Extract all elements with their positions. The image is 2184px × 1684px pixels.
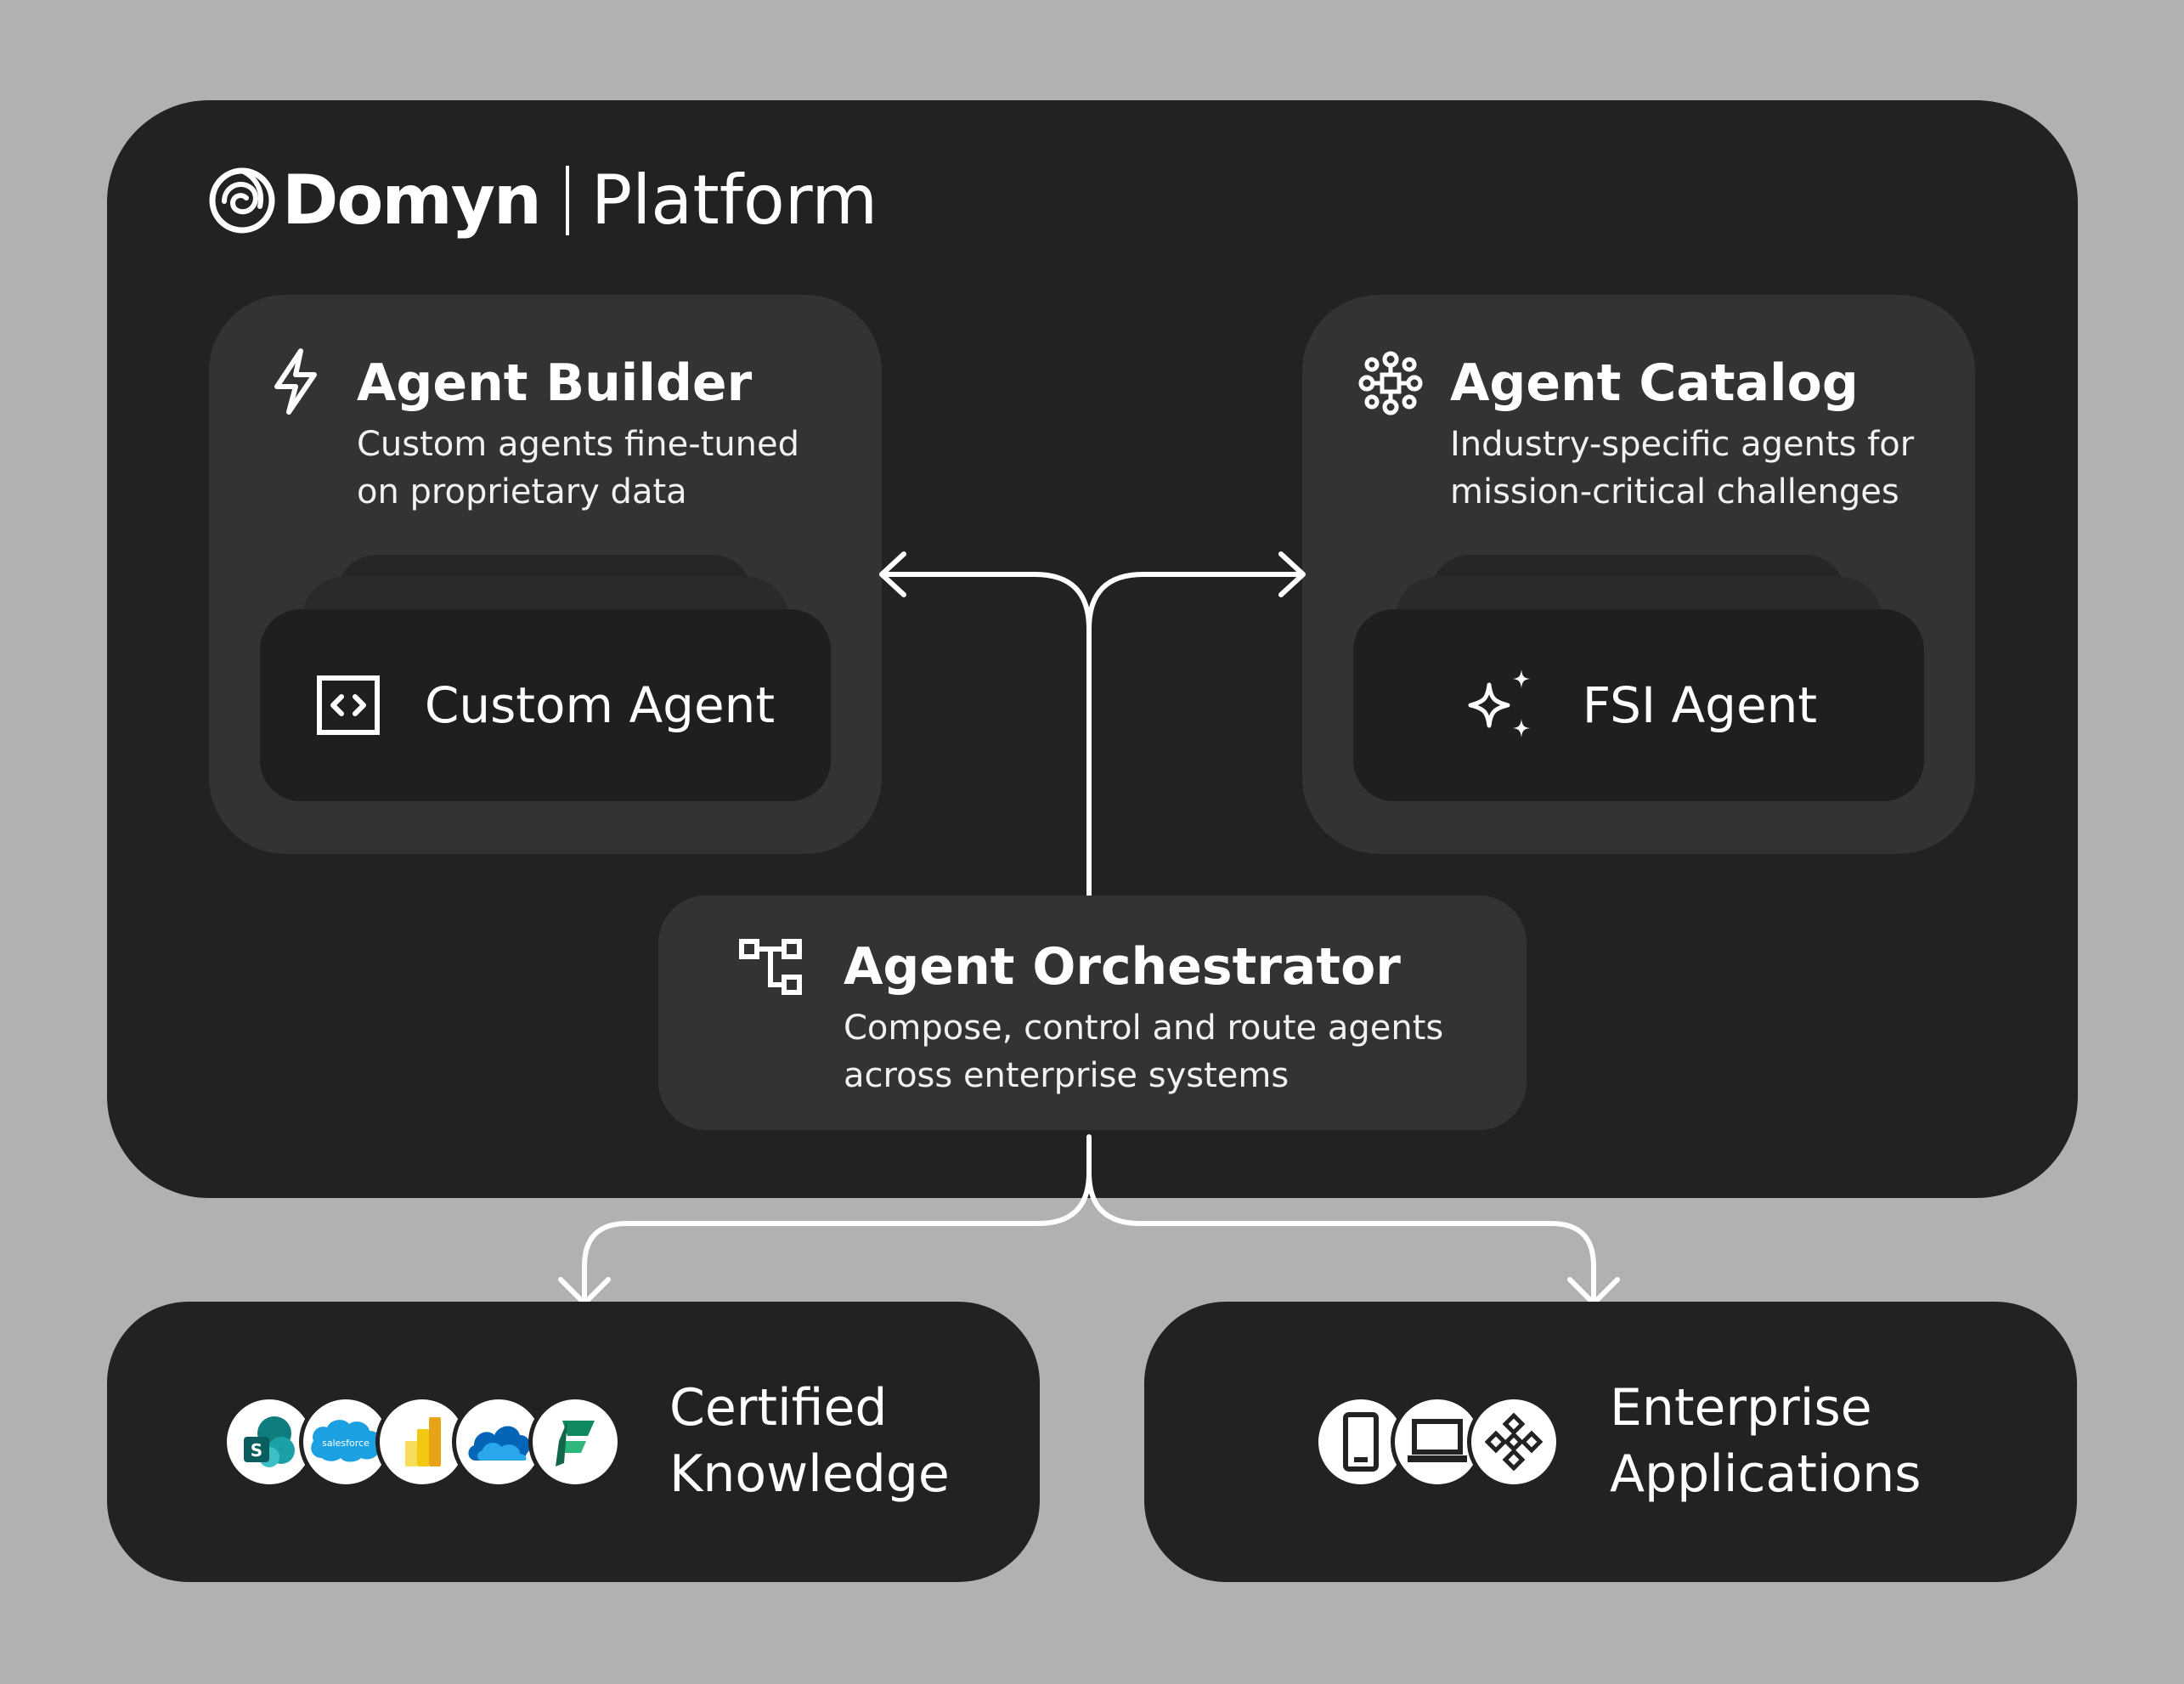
fabric-icon	[528, 1395, 622, 1489]
arrowhead-right	[1278, 551, 1306, 597]
sparkles-icon	[1468, 670, 1530, 737]
agent-catalog-title: Agent Catalog	[1450, 353, 1859, 413]
brand-name: Domyn	[282, 161, 542, 240]
connector-to-catalog	[1086, 572, 1304, 631]
enterprise-applications-label: Enterprise Applications	[1610, 1378, 1922, 1504]
svg-text:S: S	[251, 1440, 262, 1461]
connector-to-builder	[881, 572, 1092, 900]
custom-agent-label: Custom Agent	[424, 676, 776, 734]
agent-orchestrator-panel: Agent Orchestrator Compose, control and …	[658, 896, 1527, 1130]
agent-catalog-desc-line2: mission-critical challenges	[1450, 472, 1899, 511]
lightning-icon	[274, 348, 317, 415]
brand-header: Domyn Platform	[207, 158, 878, 243]
fsi-agent-label: FSI Agent	[1582, 676, 1818, 734]
arrowhead-left	[879, 551, 906, 597]
agent-catalog-panel: Agent Catalog Industry-specific agents f…	[1302, 295, 1975, 854]
enterprise-applications-card: Enterprise Applications	[1144, 1302, 2077, 1582]
brand-divider	[565, 166, 569, 235]
fsi-agent-card[interactable]: FSI Agent	[1353, 609, 1924, 801]
network-icon	[1358, 351, 1423, 415]
agent-builder-desc-line2: on proprietary data	[357, 472, 687, 511]
agent-orchestrator-title: Agent Orchestrator	[844, 937, 1401, 997]
agent-catalog-desc-line1: Industry-specific agents for	[1450, 425, 1915, 464]
connector-to-knowledge	[582, 1134, 1092, 1301]
flow-icon	[739, 939, 802, 995]
brand-product: Platform	[590, 161, 878, 240]
certified-knowledge-card: S salesforce Certified Knowledge	[107, 1302, 1040, 1582]
agent-orchestrator-desc-line1: Compose, control and route agents	[844, 1009, 1444, 1048]
agent-builder-title: Agent Builder	[357, 353, 753, 413]
mobile-icon	[1314, 1395, 1408, 1489]
connector-to-applications	[1086, 1170, 1596, 1301]
agent-builder-panel: Agent Builder Custom agents fine-tuned o…	[209, 295, 882, 854]
agent-builder-desc-line1: Custom agents fine-tuned	[357, 425, 800, 464]
app-grid-icon	[1467, 1395, 1560, 1489]
agent-orchestrator-desc-line2: across enterprise systems	[844, 1056, 1290, 1095]
certified-knowledge-label: Certified Knowledge	[669, 1378, 950, 1504]
domyn-logo-icon	[209, 167, 275, 234]
salesforce-logo-text: salesforce	[322, 1438, 370, 1449]
custom-agent-card[interactable]: Custom Agent	[260, 609, 831, 801]
code-icon	[316, 675, 380, 735]
